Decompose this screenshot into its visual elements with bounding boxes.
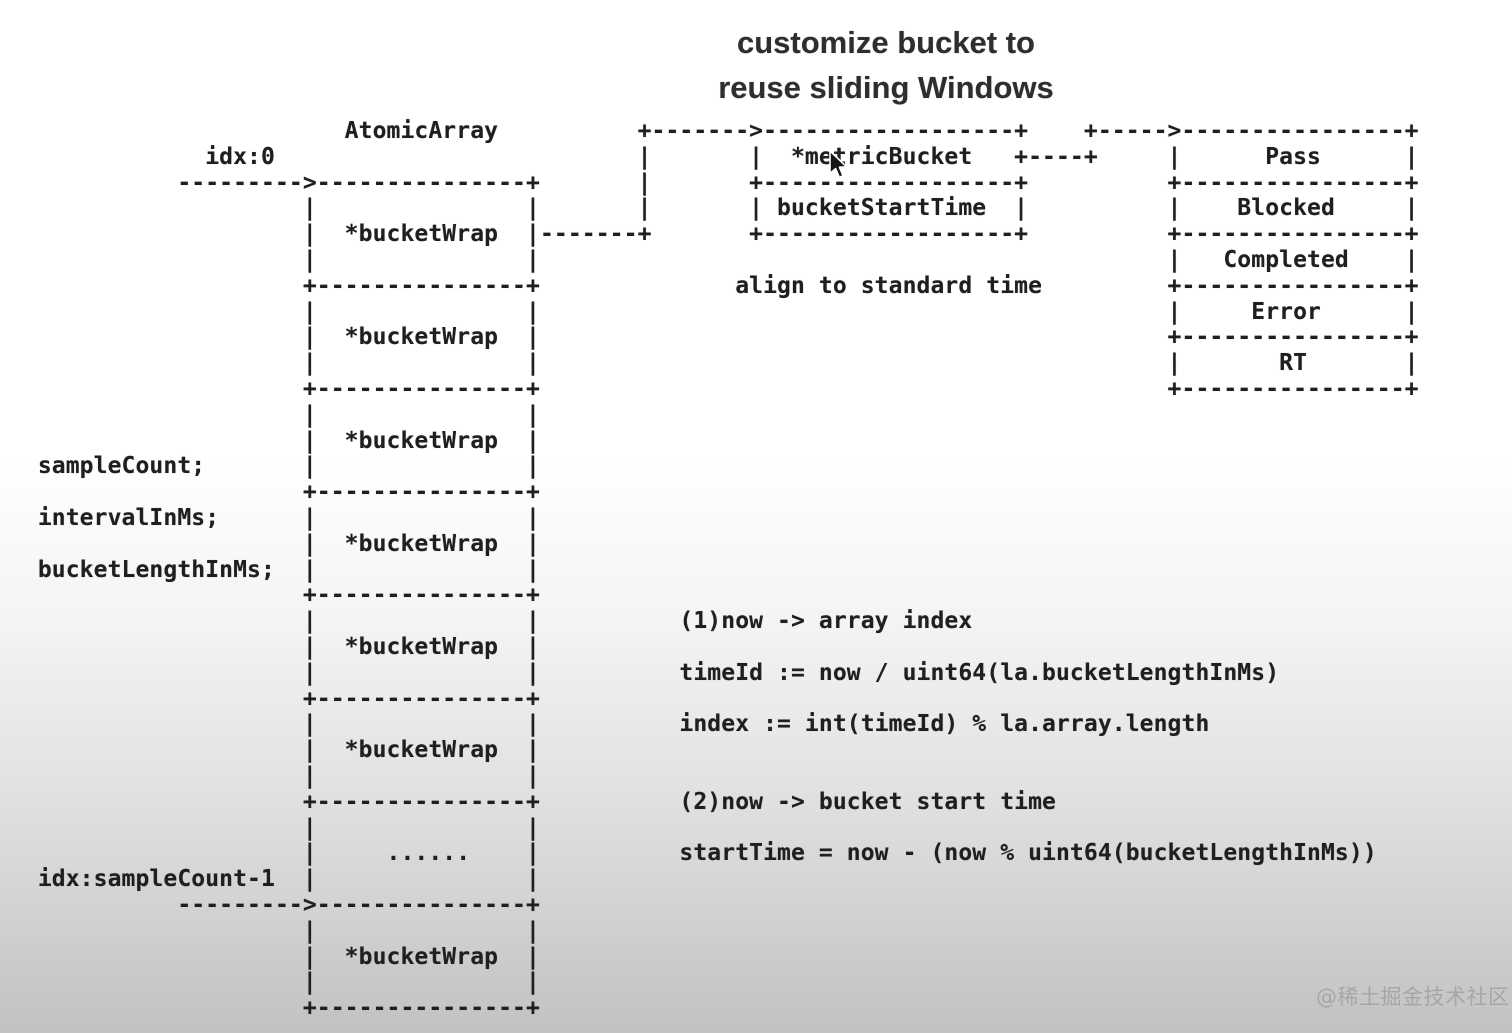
ascii-line: +---------------+ +----------------+ <box>0 375 1419 402</box>
ascii-line: bucketLengthInMs; | | <box>0 556 540 583</box>
ascii-line: | | | RT | <box>0 350 1419 377</box>
ascii-line: AtomicArray +------->------------------+… <box>0 118 1419 144</box>
ascii-line: | *bucketWrap | <box>0 737 540 764</box>
watermark: @稀土掘金技术社区 <box>1316 985 1510 1009</box>
ascii-line: | | <box>0 401 540 428</box>
ascii-line: +---------------+ (2)now -> bucket start… <box>0 788 1056 815</box>
mouse-cursor-icon <box>829 150 848 179</box>
ascii-line: | | | Error | <box>0 298 1419 325</box>
ascii-line: | ...... | startTime = now - (now % uint… <box>0 840 1377 867</box>
ascii-line: | | (1)now -> array index <box>0 608 973 635</box>
diagram-title: customize bucket to reuse sliding Window… <box>596 20 1176 110</box>
ascii-line: idx:sampleCount-1 | | <box>0 866 540 893</box>
ascii-line: +---------------+ <box>0 582 540 609</box>
title-line-1: customize bucket to <box>737 25 1035 60</box>
ascii-line: | | | Completed | <box>0 246 1419 273</box>
ascii-line: | *bucketWrap | <box>0 427 540 454</box>
title-line-2: reuse sliding Windows <box>718 70 1054 105</box>
ascii-line: +---------------+ <box>0 685 540 712</box>
ascii-line: | | timeId := now / uint64(la.bucketLeng… <box>0 659 1280 686</box>
ascii-line: | *bucketWrap | <box>0 633 540 660</box>
ascii-line: | | index := int(timeId) % la.array.leng… <box>0 711 1210 738</box>
ascii-line: | | | | bucketStartTime | | Blocked | <box>0 195 1419 222</box>
ascii-line: | *bucketWrap | +----------------+ <box>0 324 1419 351</box>
ascii-line: +---------------+ <box>0 995 540 1022</box>
ascii-diagram: AtomicArray +------->------------------+… <box>0 118 1419 1022</box>
ascii-line: | *bucketWrap |-------+ +---------------… <box>0 221 1419 248</box>
ascii-line: --------->---------------+ <box>0 891 540 918</box>
ascii-line: | *bucketWrap | <box>0 530 540 557</box>
ascii-line: --------->---------------+ | +----------… <box>0 169 1419 196</box>
ascii-line: +---------------+ <box>0 479 540 506</box>
ascii-line: intervalInMs; | | <box>0 504 540 531</box>
ascii-line: | | <box>0 969 540 996</box>
ascii-line: | *bucketWrap | <box>0 943 540 970</box>
ascii-line: sampleCount; | | <box>0 453 540 480</box>
ascii-line: | | <box>0 814 540 841</box>
ascii-line: idx:0 | | *metricBucket +----+ | Pass | <box>0 143 1419 170</box>
ascii-line: | | <box>0 762 540 789</box>
ascii-line: +---------------+ align to standard time… <box>0 272 1419 299</box>
ascii-line: | | <box>0 917 540 944</box>
